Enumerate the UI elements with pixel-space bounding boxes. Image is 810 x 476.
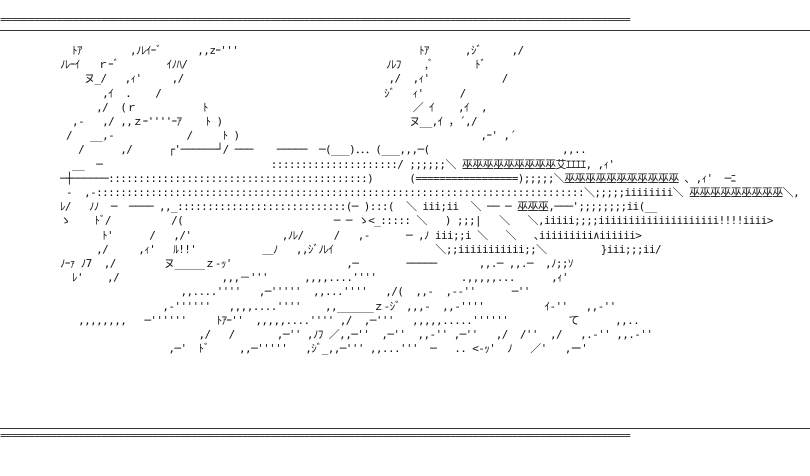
ascii-art-line: ゝ ﾄﾞ/ /( ─ ─ ゝ<_::::: ＼ ) ;;;| ＼ ＼,iiiii… bbox=[60, 214, 773, 228]
ascii-art-line: ﾄｱ ,ﾉﾚｲｰﾞ ,,zｰ''' ﾄｱ ,ｼﾞ ,/ bbox=[60, 44, 524, 57]
ascii-art-line: ,-'''''' ,,,,....'''' ,,______ｚ-ｼﾞ ,,,- … bbox=[60, 299, 616, 313]
ascii-art-line: ,─' ﾄﾞ ,,─''''' ,ｼﾞ_,,─''' ,,...''' ─ ..… bbox=[60, 342, 588, 356]
ascii-art-line: ─┼──────::::::::::::::::::::::::::::::::… bbox=[60, 171, 736, 185]
ascii-art-canvas: ﾄｱ ,ﾉﾚｲｰﾞ ,,zｰ''' ﾄｱ ,ｼﾞ ,/ ﾉﾚｰｲ ｒｰﾞ ｲﾉﾊ… bbox=[60, 44, 800, 426]
ascii-art-line: ,,,,,,,, ─'''''' ﾄｱｰ'' ,,,,,....'''' ,/ … bbox=[60, 313, 640, 327]
ascii-art-line: ,/ (ｒ ﾄ ／ ｲ ,ｲ , bbox=[60, 100, 487, 114]
ascii-art-line: __ ─ :::::::::::::::::::::/ ;;;;;;＼ 巫巫巫巫… bbox=[60, 157, 615, 171]
top-border-pattern: ========================================… bbox=[0, 16, 631, 24]
ascii-art-line: ﾚ/ ﾉﾉ ─ ──── ,,_::::::::::::::::::::::::… bbox=[60, 200, 657, 214]
ascii-art-line: / ,/ ┌'──────┘/ ─── ───── ─(___)．．．(___,… bbox=[60, 143, 587, 157]
ascii-art-line: ,/ ,ｨ' ﾙ!!' ＿ﾉ ,,ｼﾞﾉﾚｲ ＼;;iiiiiiiiiii;;＼… bbox=[60, 242, 661, 256]
ascii-art-line: ヌ_/ ,ｨ' ,/ ,/ ,ｨ' / bbox=[60, 72, 508, 86]
ascii-art-line: ,,....'''' ,─''''' ,,...'''' ,/( ,,- ,-‐… bbox=[60, 285, 530, 299]
ascii-art-line: ﾚ' ,/ ,,,－''' ,,,,....'''' .,,,,,... ,ｨ' bbox=[60, 271, 569, 285]
ascii-art-line: / __,- / ﾄ ) ,ｰ' ,´ bbox=[60, 129, 516, 143]
bottom-border-rule bbox=[0, 428, 810, 429]
ascii-art-line: ﾉｰｧ ﾉ7 ,/ ヌ_____ｚ-ｯ' ,─ ───── ,,.─ ,,.─ … bbox=[60, 257, 573, 271]
bottom-border-pattern: ========================================… bbox=[0, 432, 631, 440]
ascii-art-line: ,ｲ . / ｼﾞ ｨ' / bbox=[60, 86, 466, 100]
ascii-art-line: ,- ,/ ,,ｚｰ''''ｰｱ ﾄ ) ヌ__,ｲ ，´,/ bbox=[60, 115, 478, 129]
top-border-rule bbox=[0, 30, 810, 31]
ascii-art-line: ﾄ' / ,/' ,ﾉﾚ/ / ,- ─ ,ﾉ iii;;i ＼ ＼ ､iiii… bbox=[60, 228, 642, 242]
ascii-art-line: ,/ / ,─'' ,ﾉﾌ ／,,─'' ,─'' ,,-'' ,─'' ,/ … bbox=[60, 328, 653, 342]
ascii-art-line: ﾉﾚｰｲ ｒｰﾞ ｲﾉﾊ/ ﾉﾚﾌ ,ﾞ ﾄﾞ bbox=[60, 58, 486, 72]
ascii-art-line: - ,-::::::::::::::::::::::::::::::::::::… bbox=[60, 186, 800, 200]
